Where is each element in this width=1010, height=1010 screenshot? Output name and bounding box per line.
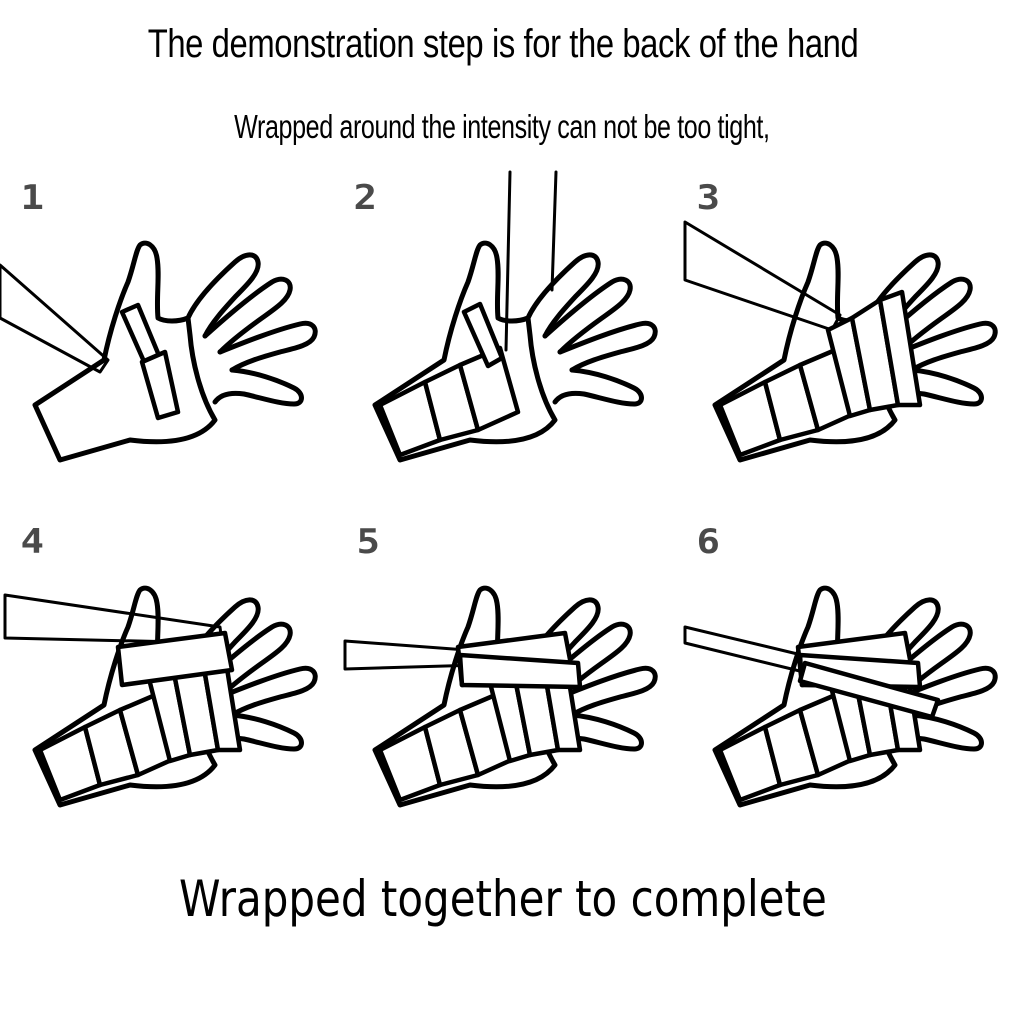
hand-wrap-step-6-icon [683,345,1010,825]
step-number-3: 3 [696,178,721,218]
footer-caption: Wrapped together to complete [179,870,827,928]
hand-wrap-step-5-icon [343,345,680,825]
page-subtitle: Wrapped around the intensity can not be … [234,108,770,145]
step-number-6: 6 [696,522,721,562]
step-number-4: 4 [20,522,45,562]
step-number-2: 2 [353,178,378,218]
page-title: The demonstration step is for the back o… [147,22,859,66]
step-number-5: 5 [356,522,381,562]
hand-wrap-step-1-icon [0,0,340,480]
hand-wrap-step-2-icon [340,170,680,480]
step-number-1: 1 [20,178,45,218]
hand-wrap-step-3-icon [683,220,1010,480]
hand-wrap-step-4-icon [3,345,340,825]
